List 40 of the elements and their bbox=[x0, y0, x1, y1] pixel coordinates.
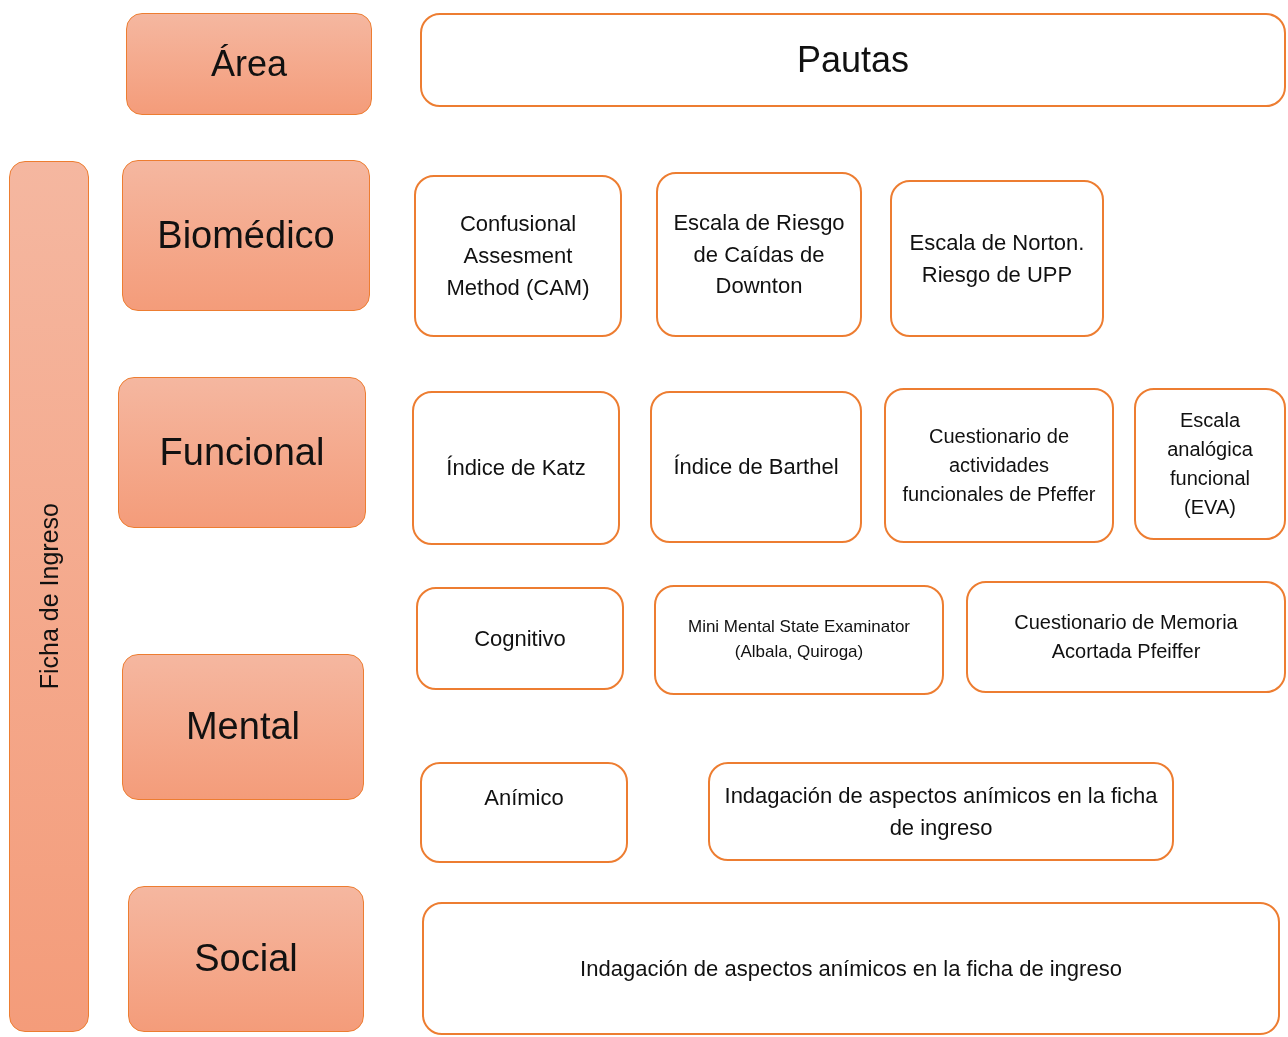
category-box bbox=[122, 654, 364, 800]
scale-label: Pautas bbox=[796, 37, 910, 82]
scale-box bbox=[884, 388, 1114, 543]
scale-label: Anímico bbox=[484, 784, 564, 812]
category-box bbox=[126, 13, 372, 115]
scale-box bbox=[414, 175, 622, 337]
scale-label: Escala analógica funcional (EVA) bbox=[1166, 408, 1254, 520]
category-box bbox=[118, 377, 366, 528]
category-box bbox=[9, 161, 89, 1032]
scale-box bbox=[420, 762, 628, 863]
category-label: Social bbox=[194, 936, 298, 982]
category-label: Biomédico bbox=[157, 212, 335, 258]
scale-label: Escala de Riesgo de Caídas de Downton bbox=[672, 208, 846, 301]
category-box bbox=[122, 160, 370, 311]
scale-box bbox=[416, 587, 624, 690]
scale-label: Escala de Norton. Riesgo de UPP bbox=[908, 228, 1086, 289]
scale-box bbox=[890, 180, 1104, 337]
scale-box bbox=[422, 902, 1280, 1035]
scale-label: Cognitivo bbox=[474, 624, 566, 653]
scale-box bbox=[420, 13, 1286, 107]
scale-box bbox=[650, 391, 862, 543]
scale-box bbox=[654, 585, 944, 695]
category-box bbox=[128, 886, 364, 1032]
category-label: Área bbox=[210, 41, 287, 86]
scale-label: Cuestionario de Memoria Acortada Pfeiffer bbox=[1013, 610, 1239, 664]
scale-box bbox=[412, 391, 620, 545]
scale-label: Indagación de aspectos anímicos en la ficha de ingreso bbox=[580, 954, 1122, 983]
scale-label: Indagación de aspectos anímicos en la ficha de ingreso bbox=[723, 781, 1159, 842]
scale-box bbox=[966, 581, 1286, 693]
scale-label: Cuestionario de actividades funcionales de Pfeffer bbox=[901, 424, 1097, 507]
scale-label: Mini Mental State Examinator (Albala, Quiroga) bbox=[686, 616, 911, 663]
category-label: Ficha de Ingreso bbox=[33, 503, 64, 690]
scale-box bbox=[1134, 388, 1286, 540]
category-label: Funcional bbox=[159, 429, 325, 475]
scale-label: Índice de Katz bbox=[446, 454, 586, 483]
scale-label: Índice de Barthel bbox=[673, 453, 839, 482]
scale-box bbox=[708, 762, 1174, 861]
scale-label: Confusional Assesment Method (CAM) bbox=[445, 210, 591, 302]
scale-box bbox=[656, 172, 862, 337]
category-label: Mental bbox=[185, 704, 301, 750]
